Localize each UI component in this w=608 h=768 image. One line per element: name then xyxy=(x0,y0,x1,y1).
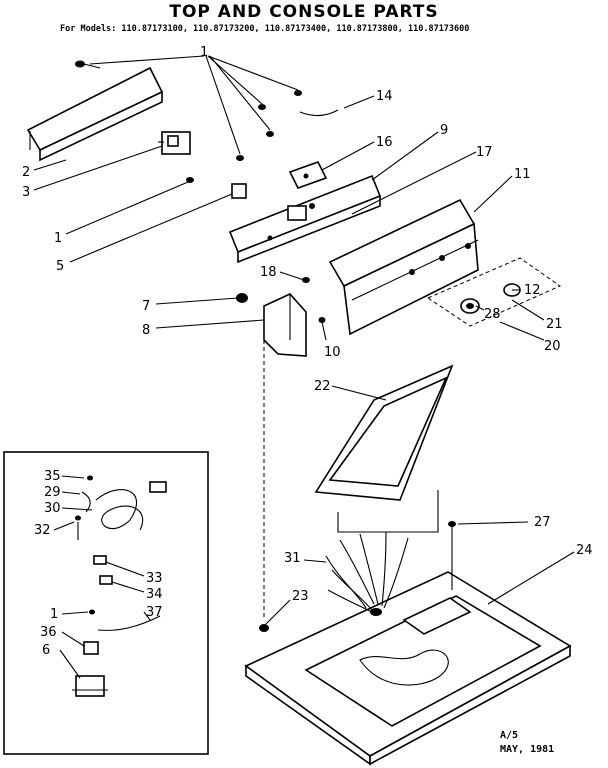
callout-12: 12 xyxy=(524,283,541,298)
callout-9: 9 xyxy=(440,123,448,138)
callout-6: 6 xyxy=(42,643,50,658)
callout-23: 23 xyxy=(292,589,309,604)
callout-5: 5 xyxy=(56,259,64,274)
callout-22: 22 xyxy=(314,379,331,394)
callout-35: 35 xyxy=(44,469,61,484)
part-1-screws xyxy=(186,90,302,183)
callout-10: 10 xyxy=(324,345,341,360)
callout-34: 34 xyxy=(146,587,163,602)
part-22-lint-housing xyxy=(314,364,454,501)
part-16-clip xyxy=(288,161,328,189)
callout-17: 17 xyxy=(476,145,493,160)
callout-8: 8 xyxy=(142,323,150,338)
callout-1b: 1 xyxy=(54,231,62,246)
part-3-switch xyxy=(158,131,191,155)
part-8-end-cap xyxy=(263,293,307,357)
callout-2: 2 xyxy=(22,165,30,180)
part-5-bracket xyxy=(231,183,247,199)
part-7-knob xyxy=(236,293,248,303)
part-9-console-panel xyxy=(228,174,382,264)
callout-37: 37 xyxy=(146,605,163,620)
duct-outline xyxy=(337,490,439,533)
model-list: For Models: 110.87173100, 110.87173200, … xyxy=(60,24,470,34)
part-10-screw xyxy=(318,317,326,323)
callout-30: 30 xyxy=(44,501,61,516)
part-11-console xyxy=(328,198,479,336)
diagram-title: TOP AND CONSOLE PARTS xyxy=(169,2,439,22)
footer-page: A/5 xyxy=(500,730,518,741)
part-14-lead xyxy=(299,109,339,117)
part-27-screw xyxy=(448,521,456,527)
part-1-screw-a xyxy=(75,60,101,69)
callout-33: 33 xyxy=(146,571,163,586)
part-18-screw xyxy=(302,277,310,283)
part-31-harness xyxy=(325,531,449,686)
part-2-end-bracket xyxy=(26,66,164,162)
callout-20: 20 xyxy=(544,339,561,354)
callout-1a: 1 xyxy=(200,45,208,60)
callout-11: 11 xyxy=(514,167,531,182)
callout-21: 21 xyxy=(546,317,563,332)
callout-7: 7 xyxy=(142,299,150,314)
callout-16: 16 xyxy=(376,135,393,150)
callout-27: 27 xyxy=(534,515,551,530)
callout-32: 32 xyxy=(34,523,51,538)
callout-1c: 1 xyxy=(50,607,58,622)
callout-14: 14 xyxy=(376,89,393,104)
callout-29: 29 xyxy=(44,485,61,500)
leader-lines xyxy=(33,55,575,679)
callout-36: 36 xyxy=(40,625,57,640)
callout-labels: 1 14 16 9 17 11 2 3 1 5 18 12 7 8 28 21 … xyxy=(22,45,593,658)
inset-box xyxy=(3,451,209,755)
callout-18: 18 xyxy=(260,265,277,280)
callout-28: 28 xyxy=(484,307,501,322)
footer-date: MAY, 1981 xyxy=(500,744,554,755)
part-24-top-panel xyxy=(244,571,572,766)
callout-24: 24 xyxy=(576,543,593,558)
part-23-clip xyxy=(259,624,269,632)
callout-3: 3 xyxy=(22,185,30,200)
callout-31: 31 xyxy=(284,551,301,566)
